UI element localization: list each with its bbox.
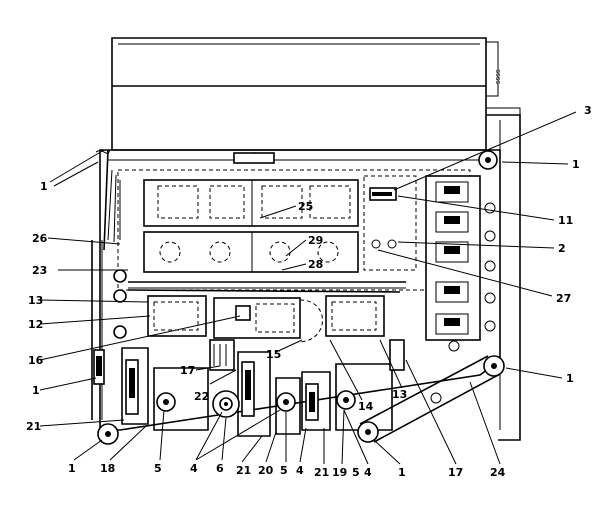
callout-15: 15 [266,348,281,361]
callout-2: 2 [558,242,566,255]
module-center [213,297,323,343]
terminal-block [425,175,496,352]
callout-1: 1 [40,180,48,193]
callout-14: 14 [358,400,374,413]
callout-24: 24 [490,466,506,479]
callout-21: 21 [236,464,251,477]
side-label: ssss [494,69,502,84]
bracket-1 [121,347,149,425]
pulleys [97,150,505,445]
callout-1: 1 [398,466,406,479]
callout-22: 22 [194,390,209,403]
callout-21: 21 [314,466,329,479]
callout-1: 1 [68,462,76,475]
callout-29: 29 [308,234,323,247]
callout-19: 19 [332,466,347,479]
left-rail [91,240,127,420]
callout-5: 5 [280,464,288,477]
callout-4: 4 [190,462,198,475]
top-housing [111,37,521,151]
callout-6: 6 [216,462,224,475]
belt [359,355,501,443]
callout-16: 16 [28,354,44,367]
leader-lines [39,111,577,465]
callout-23: 23 [32,264,47,277]
top-clip [233,152,275,164]
callout-1: 1 [566,372,574,385]
module-right [325,295,385,337]
callout-27: 27 [556,292,571,305]
callout-17: 17 [180,364,195,377]
bracket-3 [237,351,271,437]
mid-bars [127,281,406,293]
callout-3: 3 [584,104,592,117]
callout-18: 18 [100,462,115,475]
callout-25: 25 [298,200,313,213]
callout-12: 12 [28,318,43,331]
callout-20: 20 [258,464,274,477]
dial-knobs [156,390,356,418]
callout-17: 17 [448,466,463,479]
callout-4: 4 [296,464,304,477]
callout-5: 5 [352,466,360,479]
callout-5: 5 [154,462,162,475]
callout-13: 13 [392,388,407,401]
callouts: 3 1 11 2 27 1 1 25 29 28 26 23 13 12 16 … [26,104,592,479]
callout-26: 26 [32,232,48,245]
board-upper [143,179,359,227]
callout-21: 21 [26,420,41,433]
callout-4: 4 [364,466,372,479]
bracket-4 [275,371,331,435]
callout-11: 11 [558,214,573,227]
callout-1: 1 [32,384,40,397]
callout-28: 28 [308,258,323,271]
callout-13: 13 [28,294,43,307]
small-components [363,175,417,271]
wire-harness [95,149,121,251]
callout-1: 1 [572,158,580,171]
board-lower [143,231,359,273]
bracket-2 [153,339,235,431]
bracket-5 [335,339,405,431]
